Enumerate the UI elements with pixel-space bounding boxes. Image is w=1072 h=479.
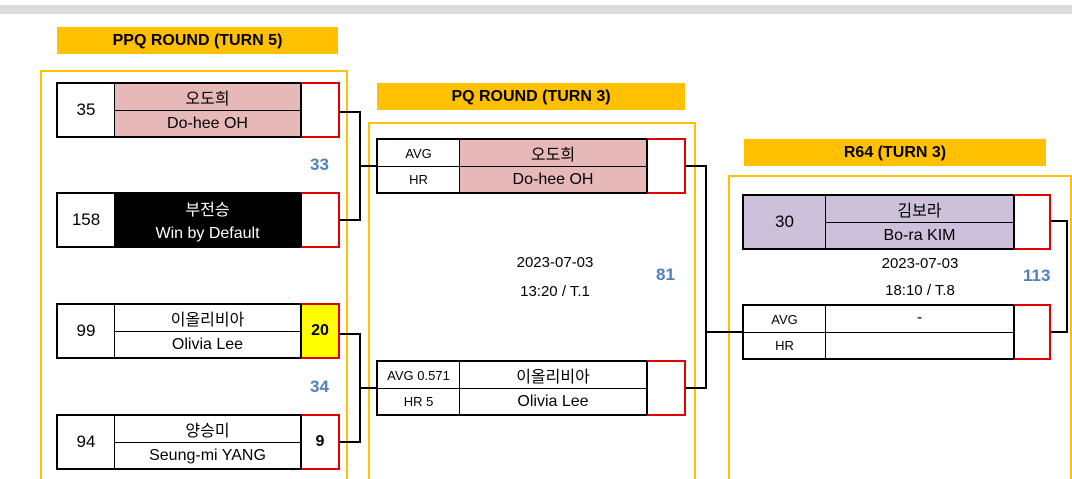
bracket-line [686,387,707,389]
player-name-box: 양승미 Seung-mi YANG [115,414,301,470]
score-box-winner: 20 [300,303,340,359]
player-name-box: 이올리비아 Olivia Lee [460,360,647,416]
stats-box: AVG 0.571 HR 5 [376,360,460,416]
round-header-pq: PQ ROUND (TURN 3) [377,83,685,110]
score-box [646,138,686,194]
player-name-korean: 양승미 [115,416,300,443]
r64-round-panel [728,175,1072,479]
match-date: 2023-07-03 [881,255,959,272]
player-name-korean: 부전승 [115,194,300,221]
player-name-english: Olivia Lee [115,332,300,357]
score-box [300,82,340,138]
match-number: 33 [310,155,329,174]
bracket-line [705,331,743,333]
score-box: 9 [300,414,340,470]
match-time-table: 13:20 / T.1 [520,283,590,300]
seed-number: 158 [56,192,115,248]
player-name-korean: 오도희 [115,84,300,111]
score-box [1013,194,1051,250]
player-name-english: Olivia Lee [460,389,646,414]
round-header-ppq: PPQ ROUND (TURN 5) [57,27,338,54]
player-name-box: 오도희 Do-hee OH [115,82,301,138]
bracket-line [359,387,378,389]
stats-box: AVG HR [742,304,826,360]
bracket-line [359,165,378,167]
player-name-box: 오도희 Do-hee OH [460,138,647,194]
avg-label: AVG [378,140,459,167]
round-header-r64: R64 (TURN 3) [744,139,1046,166]
bracket-line [705,165,707,389]
bracket-line [340,333,361,335]
top-divider-bar [0,5,1072,14]
score-box [300,192,340,248]
player-name-korean: 오도희 [460,140,646,167]
score-box [1013,304,1051,360]
player-name-box: - [826,304,1014,360]
hr-label: HR [409,172,428,187]
hr-label: HR [775,338,794,353]
bracket-line [1051,331,1068,333]
player-name-english: Do-hee OH [460,167,646,192]
player-name-box: 이올리비아 Olivia Lee [115,303,301,359]
match-number: 113 [1023,266,1051,285]
bracket-line [1051,220,1068,222]
player-name-english: Win by Default [115,221,300,246]
stats-box: AVG HR [376,138,460,194]
score-box [646,360,686,416]
bracket-line [686,165,707,167]
match-number: 81 [656,265,675,284]
ppq-round-panel [40,70,348,479]
seed-number: 35 [56,82,115,138]
avg-label: AVG 0.571 [378,362,459,389]
bracket-line [340,441,361,443]
match-time-table: 18:10 / T.8 [885,282,955,299]
player-name-box: 김보라 Bo-ra KIM [826,194,1014,250]
player-name-english: Seung-mi YANG [115,443,300,468]
match-number: 34 [310,377,329,396]
player-name-korean: 이올리비아 [460,362,646,389]
seed-number: 99 [56,303,115,359]
seed-number: 94 [56,414,115,470]
match-date: 2023-07-03 [516,254,594,271]
bracket-line [1066,220,1068,333]
player-name-english [826,333,1013,358]
player-name-korean: 이올리비아 [115,305,300,332]
bracket-line [340,111,361,113]
player-name-korean: - [826,306,1013,333]
player-name-english: Bo-ra KIM [826,223,1013,248]
hr-label: HR 5 [403,394,434,409]
pq-round-panel [368,122,696,479]
seed-number: 30 [742,194,826,250]
avg-label: AVG [744,306,825,333]
bracket-line [340,219,361,221]
player-name-korean: 김보라 [826,196,1013,223]
player-name-box: 부전승 Win by Default [115,192,301,248]
player-name-english: Do-hee OH [115,111,300,136]
